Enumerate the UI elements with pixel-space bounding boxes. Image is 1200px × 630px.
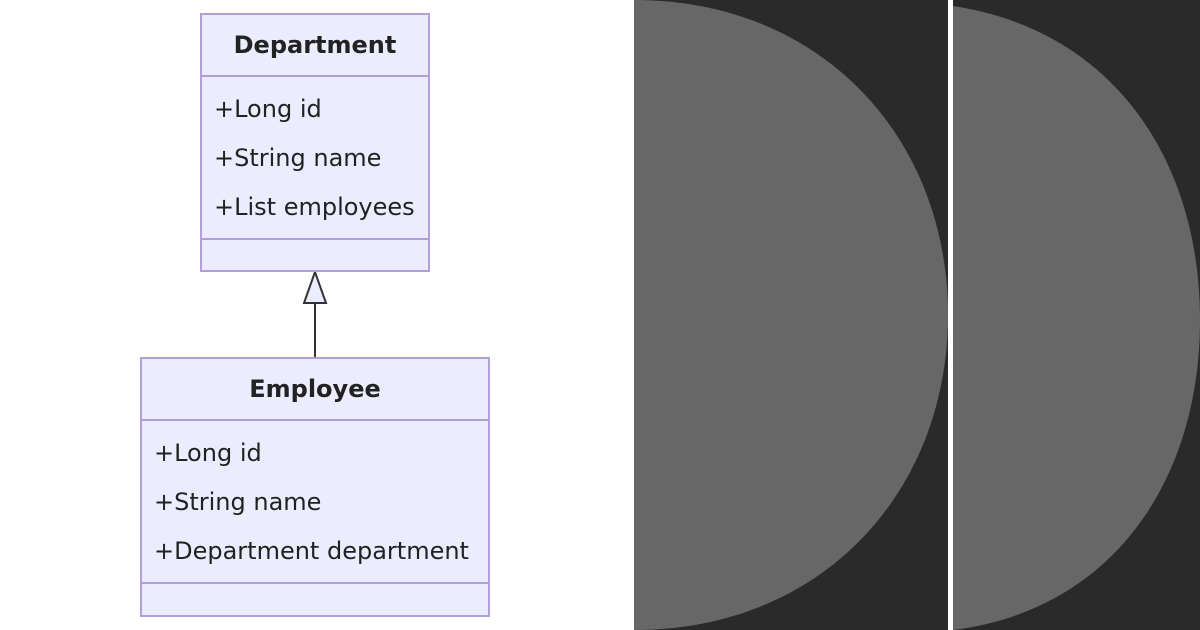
attribute-department-id: +Long id: [214, 95, 322, 123]
panel-divider: [948, 0, 953, 630]
methods-employee: [142, 584, 488, 600]
attributes-department: +Long id +String name +List employees: [202, 77, 428, 240]
attribute-department-employees: +List employees: [214, 193, 415, 221]
class-department[interactable]: Department +Long id +String name +List e…: [200, 13, 430, 272]
attribute-employee-name: +String name: [154, 488, 322, 516]
inheritance-connector: [302, 269, 328, 357]
class-name-employee: Employee: [142, 359, 488, 421]
uml-class-diagram: Department +Long id +String name +List e…: [140, 13, 490, 617]
attribute-department-name: +String name: [214, 144, 382, 172]
attribute-employee-department: +Department department: [154, 537, 469, 565]
inheritance-arrowhead: [302, 269, 328, 304]
half-circle-shape-left: [634, 0, 948, 630]
attributes-employee: +Long id +String name +Department depart…: [142, 421, 488, 584]
attribute-employee-id: +Long id: [154, 439, 262, 467]
half-circle-shape-right: [953, 6, 1200, 630]
class-employee[interactable]: Employee +Long id +String name +Departme…: [140, 357, 490, 617]
methods-department: [202, 240, 428, 256]
dark-panel-right: [953, 0, 1200, 630]
dark-panel-left: [634, 0, 948, 630]
class-name-department: Department: [202, 15, 428, 77]
